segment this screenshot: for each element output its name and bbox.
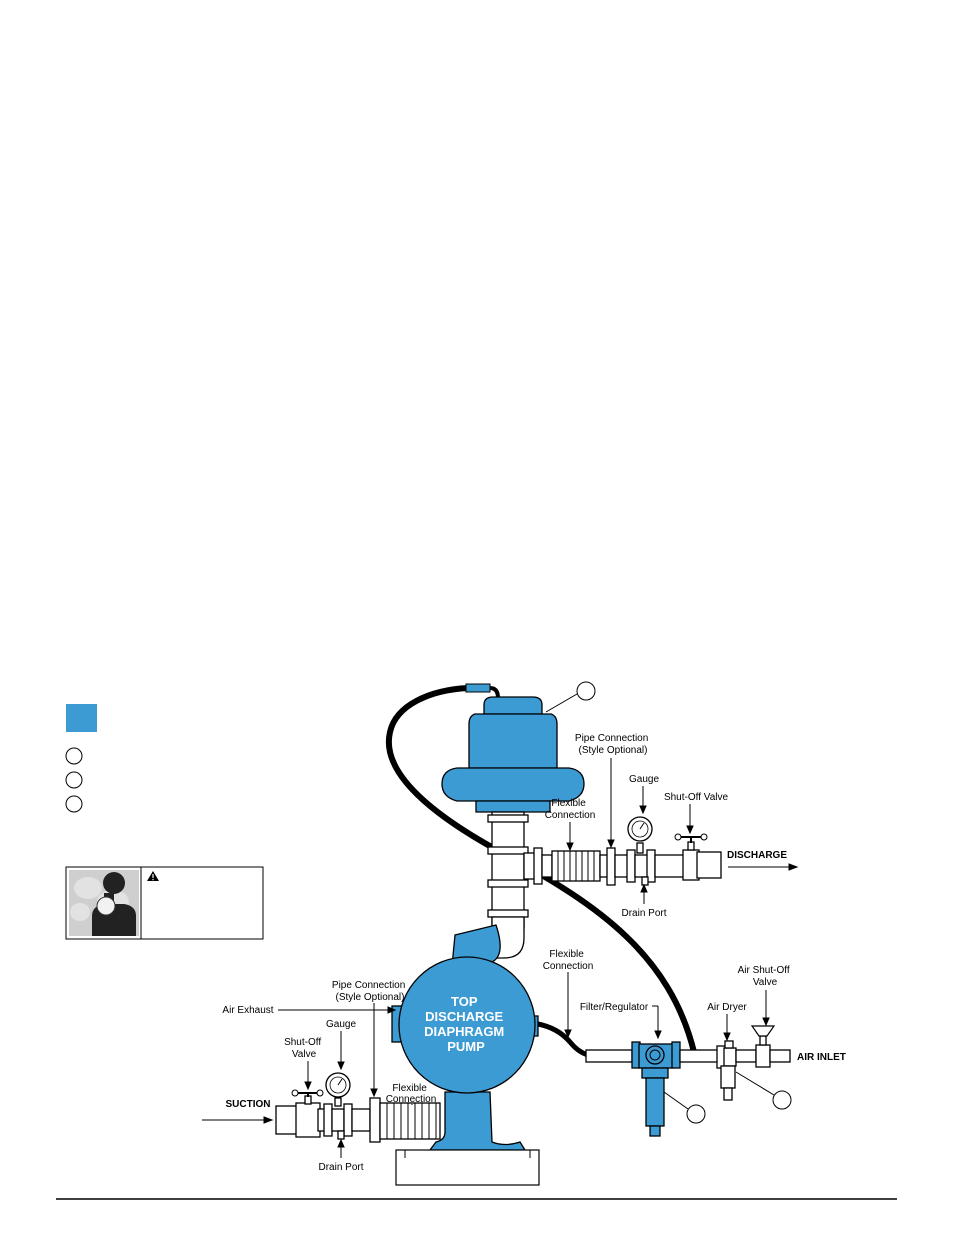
diaphragm-pump <box>391 924 539 1151</box>
pressure-gauge-top <box>627 816 653 854</box>
svg-text:Pipe Connection (Style Opt: Pipe Connection (Style Optional) <box>332 980 408 1003</box>
flexible-connector-top <box>551 850 601 882</box>
pressure-gauge-bottom <box>325 1072 351 1107</box>
callout-circle-regulator <box>686 1104 706 1124</box>
label-pipe-connection-top-1: Pipe Connection <box>575 733 648 744</box>
label-drain-port-top: Drain Port <box>621 908 666 919</box>
label-shutoff-top: Shut-Off Valve <box>664 792 729 803</box>
pump-label-line-3: DIAPHRAGM <box>424 1024 504 1039</box>
pump-base <box>395 1149 540 1186</box>
warning-triangle-icon <box>147 871 159 881</box>
air-supply-line <box>537 1021 791 1137</box>
callout-circle-dryer <box>772 1090 792 1110</box>
label-gauge-bottom: Gauge <box>326 1019 356 1030</box>
svg-text:Flexible Connection: Flexible Connection <box>545 798 596 821</box>
label-gauge-top: Gauge <box>629 774 659 785</box>
svg-text:Flexible Connection: Flexible Connection <box>543 949 594 972</box>
callout-circle-dampener <box>576 681 596 701</box>
surge-dampener <box>441 696 585 813</box>
air-dryer <box>716 1040 737 1101</box>
svg-text:TOP DISCHARGE DIAPHRAG: TOP DISCHARGE DIAPHRAGM PUMP <box>424 994 508 1054</box>
label-flexible-bottom-1: Flexible <box>392 1083 427 1094</box>
legend-blue-swatch <box>66 704 97 732</box>
svg-text:Flexible Connection: Flexible Connection <box>386 1083 437 1105</box>
svg-text:Pipe Connection (Style Opt: Pipe Connection (Style Optional) <box>575 733 651 756</box>
inhalation-hazard-icon <box>69 870 139 936</box>
filter-regulator <box>631 1041 681 1137</box>
hose-fitting-top <box>465 683 500 699</box>
label-pipe-connection-bottom-1: Pipe Connection <box>332 980 405 991</box>
label-flexible-air-2: Connection <box>543 961 594 972</box>
label-air-exhaust: Air Exhaust <box>222 1005 273 1016</box>
label-shutoff-bottom-1: Shut-Off <box>284 1037 321 1048</box>
label-discharge: DISCHARGE <box>727 850 787 861</box>
pump-label-line-1: TOP <box>451 994 478 1009</box>
svg-text:Shut-Off Valve: Shut-Off Valve <box>284 1037 324 1060</box>
discharge-pipe-line <box>523 816 722 886</box>
shutoff-valve-bottom <box>291 1089 324 1105</box>
vertical-discharge-pipe <box>487 811 529 959</box>
label-shutoff-bottom-2: Valve <box>292 1049 317 1060</box>
label-air-shutoff-2: Valve <box>753 977 778 988</box>
label-filter-regulator: Filter/Regulator <box>580 1002 649 1013</box>
pump-label-line-2: DISCHARGE <box>425 1009 503 1024</box>
label-pipe-connection-bottom-2: (Style Optional) <box>336 992 405 1003</box>
label-air-shutoff-1: Air Shut-Off <box>738 965 790 976</box>
warning-box <box>65 866 264 940</box>
legend-callout-circle-3 <box>65 795 83 813</box>
shutoff-valve-top <box>674 833 708 851</box>
legend-callout-circle-2 <box>65 771 83 789</box>
label-air-dryer: Air Dryer <box>707 1002 747 1013</box>
air-shutoff-valve <box>750 1025 791 1068</box>
air-hose <box>385 685 697 1055</box>
svg-text:Air Shut-Off Valve: Air Shut-Off Valve <box>738 965 793 988</box>
suction-pipe-line <box>275 1072 441 1143</box>
label-flexible-air-1: Flexible <box>549 949 584 960</box>
leader-lines <box>202 758 799 1158</box>
label-flexible-bottom-2: Connection <box>386 1094 437 1105</box>
pump-label-line-4: PUMP <box>447 1039 485 1054</box>
label-flexible-top-2: Connection <box>545 810 596 821</box>
label-flexible-top-1: Flexible <box>551 798 586 809</box>
label-suction: SUCTION <box>226 1099 271 1110</box>
label-pipe-connection-top-2: (Style Optional) <box>579 745 648 756</box>
legend-callout-circle-1 <box>65 747 83 765</box>
flexible-connector-bottom <box>379 1102 441 1140</box>
label-air-inlet: AIR INLET <box>797 1052 846 1063</box>
label-drain-port-bottom: Drain Port <box>318 1162 363 1173</box>
